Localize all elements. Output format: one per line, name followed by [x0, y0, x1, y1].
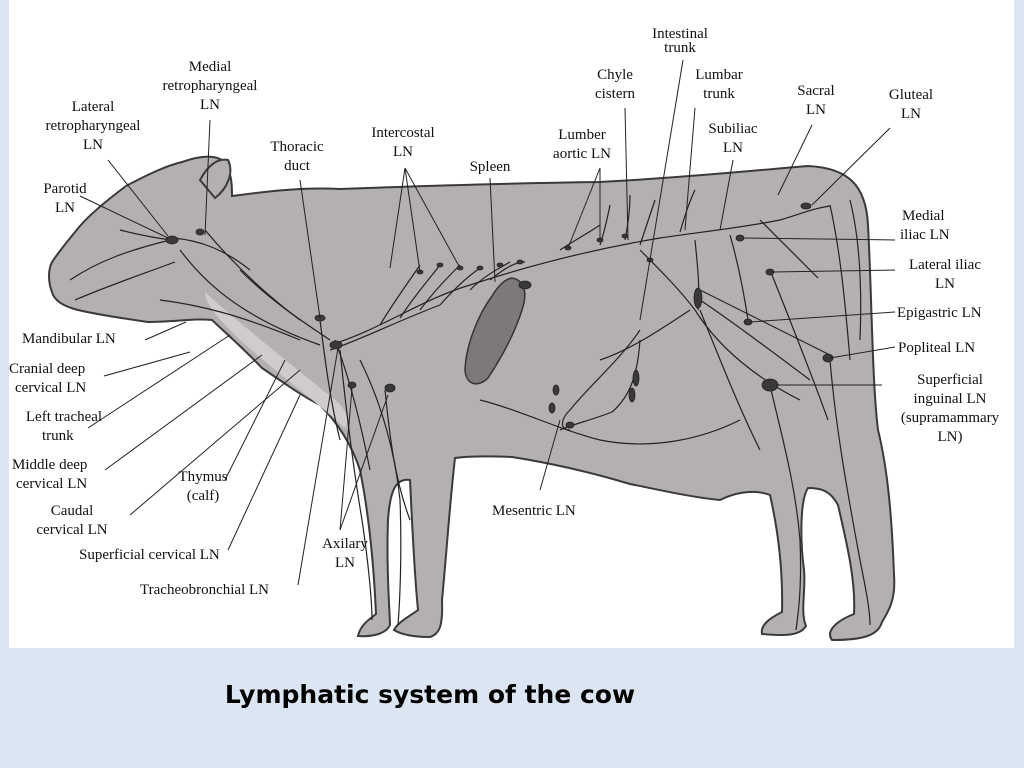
- label-tracheobronchial-ln: Tracheobronchial LN: [140, 582, 269, 598]
- spleen-organ: [464, 277, 526, 385]
- cow-silhouette: [48, 155, 896, 642]
- label-spleen: Spleen: [469, 159, 511, 175]
- label-superficial-cervical-ln: Superficial cervical LN: [79, 547, 220, 563]
- leader-lines: [79, 59, 896, 586]
- figure-caption: Lymphatic system of the cow: [224, 680, 636, 709]
- neck-band: [205, 292, 348, 428]
- label-mandibular-ln: Mandibular LN: [22, 331, 116, 347]
- label-popliteal-ln: Popliteal LN: [898, 340, 976, 356]
- label-thymus-calf: Thymus(calf): [178, 469, 228, 504]
- label-epigastric-ln: Epigastric LN: [897, 305, 982, 321]
- label-mesentric-ln: Mesentric LN: [492, 503, 576, 519]
